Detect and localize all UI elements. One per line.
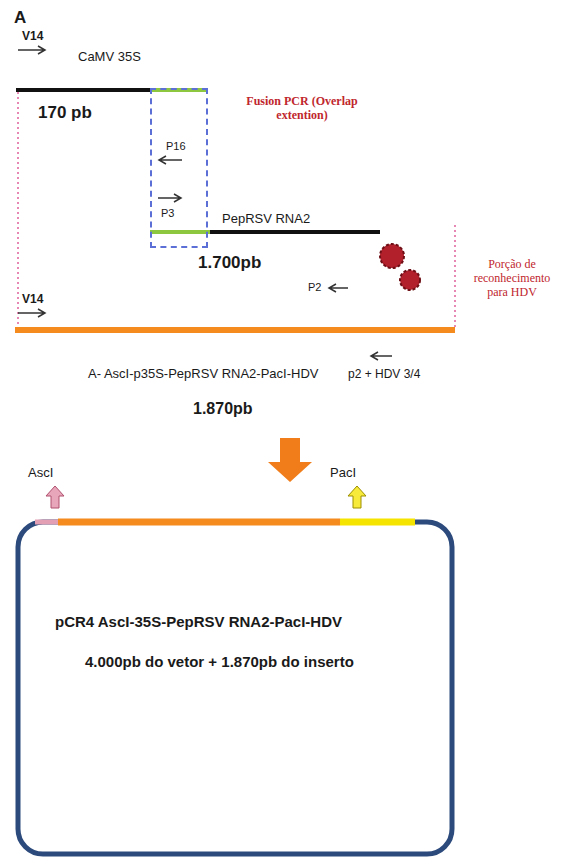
restriction-site: AscI [28,466,53,481]
asci-site-segment [35,520,58,525]
site-arrow [46,486,64,508]
construct-name: A- AscI-p35S-PepRSV RNA2-PacI-HDV [88,367,318,382]
promoter-segment [16,88,150,92]
plasmid-outline [15,518,455,858]
paci-hdv-segment [340,519,415,526]
region-note: Porção de reconhecimento para HDV [462,258,562,299]
segment-name: PepRSV RNA2 [222,212,310,227]
fusion-product-bar [15,327,455,333]
primer-arrow [18,309,45,317]
primer-name: V14 [22,30,43,44]
primer-name: P16 [166,140,186,153]
panel-letter: A [14,8,26,28]
vector-name: pCR4 AscI-35S-PepRSV RNA2-PacI-HDV [55,613,342,630]
restriction-site: PacI [330,466,356,481]
primer-arrow [329,284,348,292]
segment-name: CaMV 35S [78,50,141,65]
primer-arrow [158,194,181,202]
site-arrow [348,486,366,508]
overlap-segment [150,230,210,234]
boundary-dotted-line [454,225,456,328]
vector-size: 4.000pb do vetor + 1.870pb do inserto [85,653,354,670]
overlap-region-box: P16P3 [150,88,208,248]
insert-segment [58,519,340,526]
size-label: 1.870pb [193,400,253,418]
method-note: Fusion PCR (Overlap extention) [232,95,372,123]
boundary-dotted-line [17,92,19,328]
primer-name: P2 [308,281,321,294]
primer-arrow [159,156,182,164]
primer-arrow [18,46,45,54]
rna2-segment [210,230,380,234]
primer-name: V14 [22,293,43,307]
size-label: 1.700pb [198,253,261,273]
vector-backbone [18,522,452,854]
ribozyme-icon [380,244,404,268]
primer-name: p2 + HDV 3/4 [348,368,420,382]
process-arrow [268,438,312,482]
primer-name: P3 [161,207,174,220]
primer-arrow [371,352,392,360]
vector-plasmid: pCR4 AscI-35S-PepRSV RNA2-PacI-HDV 4.000p… [15,518,455,858]
ribozyme-icon [400,270,420,290]
size-label: 170 pb [38,103,92,123]
